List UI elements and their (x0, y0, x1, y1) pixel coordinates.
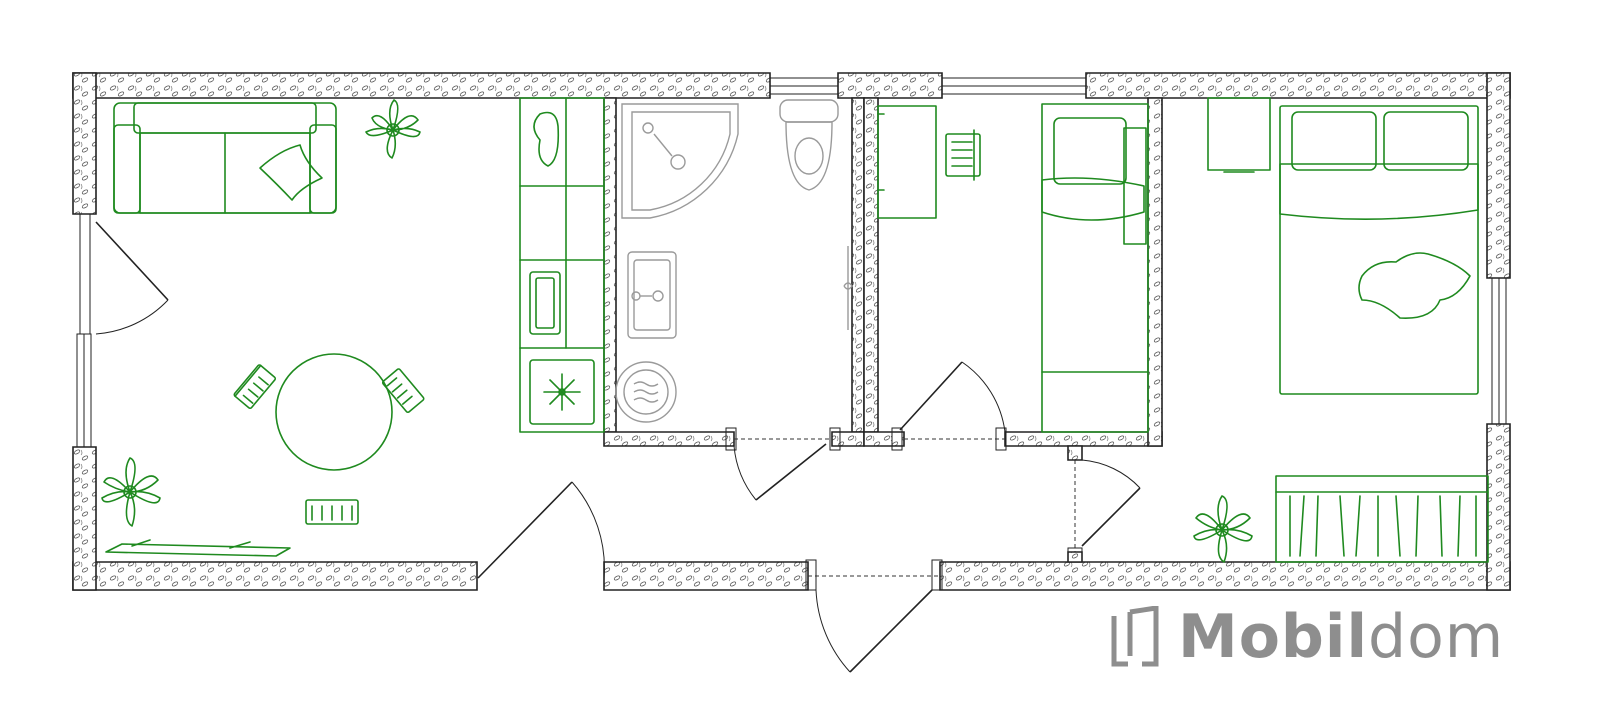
exterior-walls (72, 72, 1511, 591)
living-room-door[interactable] (477, 481, 605, 579)
rug (105, 539, 291, 557)
shower (621, 103, 739, 219)
logo-text-bold: Mobil (1178, 602, 1369, 672)
washbasin (627, 251, 677, 339)
plant-left (101, 457, 161, 527)
kitchen-unit (519, 97, 605, 433)
bedroom-door[interactable] (1067, 445, 1141, 563)
logo-text-light: dom (1368, 602, 1505, 672)
desk-chair (945, 129, 981, 181)
single-bed (1041, 103, 1149, 433)
bedroom-small-door[interactable] (891, 361, 1007, 451)
interior-walls (603, 97, 1163, 563)
entrance-door-left[interactable] (79, 213, 169, 335)
logo-mark-icon (1108, 605, 1166, 668)
dining-table (233, 353, 425, 525)
washing-machine (615, 361, 677, 423)
towel-rail (843, 246, 853, 330)
toilet (779, 99, 839, 191)
main-door-bottom[interactable] (805, 559, 943, 673)
doors (79, 213, 1141, 673)
double-bed (1279, 105, 1479, 395)
bathroom-door[interactable] (725, 427, 841, 501)
desk (877, 105, 937, 219)
dresser (1275, 475, 1489, 563)
plant-bedroom (1193, 495, 1253, 563)
plant-top (365, 99, 421, 159)
sofa (113, 102, 337, 214)
nightstand (1207, 97, 1271, 173)
